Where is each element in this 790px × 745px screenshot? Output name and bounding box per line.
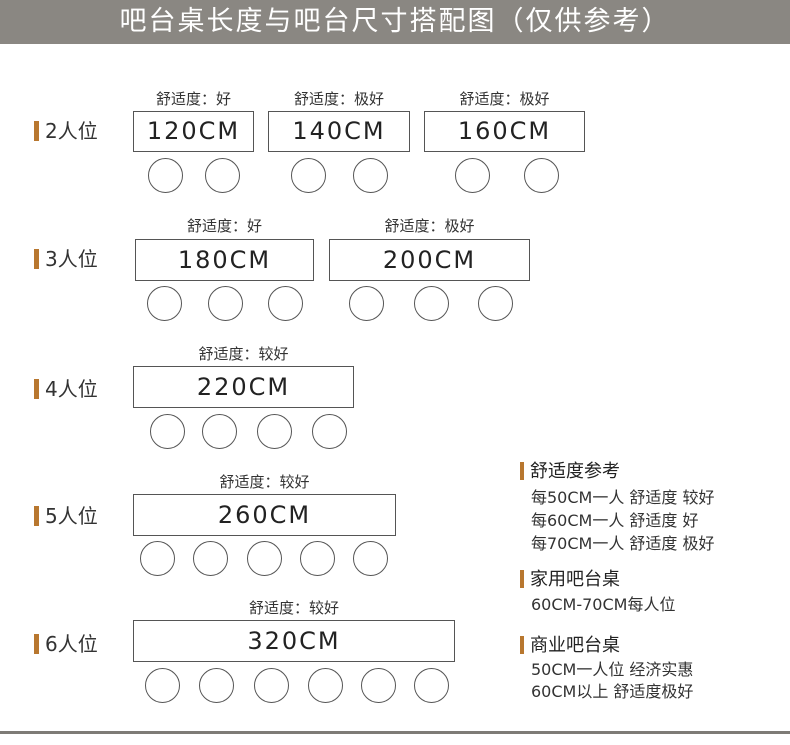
page-title: 吧台桌长度与吧台尺寸搭配图（仅供参考）	[119, 6, 671, 37]
comfort-label: 舒适度：好	[155, 90, 231, 108]
seat-circle	[148, 158, 183, 193]
seat-circle	[312, 414, 347, 449]
seat-circle	[478, 286, 513, 321]
header-banner	[0, 0, 790, 44]
note-title-home-bar-table: 家用吧台桌	[520, 568, 620, 592]
seat-circle	[147, 286, 182, 321]
bar-table-220: 220CM	[133, 366, 354, 408]
comfort-label: 舒适度：极好	[459, 90, 550, 108]
bar-table-320: 320CM	[133, 620, 455, 662]
comfort-label: 舒适度：极好	[293, 90, 384, 108]
row-label-5-seats: 5人位	[34, 503, 98, 529]
seat-circle	[361, 668, 396, 703]
comfort-label: 舒适度：好	[186, 217, 262, 235]
note-line: 50CM一人位 经济实惠	[531, 660, 694, 679]
note-line: 每70CM一人 舒适度 极好	[531, 534, 715, 553]
accent-bar	[34, 506, 39, 526]
seat-circle	[524, 158, 559, 193]
accent-bar	[34, 379, 39, 399]
accent-bar	[34, 249, 39, 269]
seat-circle	[205, 158, 240, 193]
row-label-4-seats: 4人位	[34, 376, 98, 402]
note-line: 60CM-70CM每人位	[531, 595, 676, 614]
seat-circle	[414, 668, 449, 703]
note-title-text: 商业吧台桌	[530, 635, 620, 656]
comfort-label: 舒适度：较好	[198, 345, 289, 363]
bar-table-180: 180CM	[135, 239, 314, 281]
seat-circle	[300, 541, 335, 576]
note-title-comfort-reference: 舒适度参考	[520, 460, 620, 484]
row-label-text: 4人位	[45, 377, 98, 401]
note-title-text: 舒适度参考	[530, 461, 620, 482]
seat-circle	[353, 158, 388, 193]
seat-circle	[202, 414, 237, 449]
seat-circle	[254, 668, 289, 703]
note-title-text: 家用吧台桌	[530, 569, 620, 590]
row-label-text: 6人位	[45, 632, 98, 656]
bar-table-160: 160CM	[424, 111, 585, 152]
row-label-text: 2人位	[45, 119, 98, 143]
bar-table-200: 200CM	[329, 239, 530, 281]
seat-circle	[208, 286, 243, 321]
seat-circle	[247, 541, 282, 576]
accent-bar	[520, 462, 524, 480]
seat-circle	[349, 286, 384, 321]
accent-bar	[34, 121, 39, 141]
note-title-commercial-bar-table: 商业吧台桌	[520, 634, 620, 658]
bar-table-120: 120CM	[133, 111, 254, 152]
seat-circle	[455, 158, 490, 193]
seat-circle	[193, 541, 228, 576]
row-label-text: 3人位	[45, 247, 98, 271]
bar-table-260: 260CM	[133, 494, 396, 536]
seat-circle	[414, 286, 449, 321]
note-line: 每50CM一人 舒适度 较好	[531, 488, 715, 507]
accent-bar	[520, 636, 524, 654]
seat-circle	[140, 541, 175, 576]
row-label-3-seats: 3人位	[34, 246, 98, 272]
seat-circle	[353, 541, 388, 576]
seat-circle	[291, 158, 326, 193]
seat-circle	[199, 668, 234, 703]
seat-circle	[268, 286, 303, 321]
row-label-text: 5人位	[45, 504, 98, 528]
seat-circle	[150, 414, 185, 449]
accent-bar	[520, 570, 524, 588]
note-line: 60CM以上 舒适度极好	[531, 682, 694, 701]
bar-table-140: 140CM	[268, 111, 410, 152]
comfort-label: 舒适度：较好	[219, 473, 310, 491]
note-line: 每60CM一人 舒适度 好	[531, 511, 699, 530]
row-label-2-seats: 2人位	[34, 118, 98, 144]
comfort-label: 舒适度：极好	[384, 217, 475, 235]
bottom-divider	[0, 731, 790, 734]
seat-circle	[145, 668, 180, 703]
seat-circle	[257, 414, 292, 449]
row-label-6-seats: 6人位	[34, 631, 98, 657]
comfort-label: 舒适度：较好	[248, 599, 339, 617]
accent-bar	[34, 634, 39, 654]
seat-circle	[308, 668, 343, 703]
